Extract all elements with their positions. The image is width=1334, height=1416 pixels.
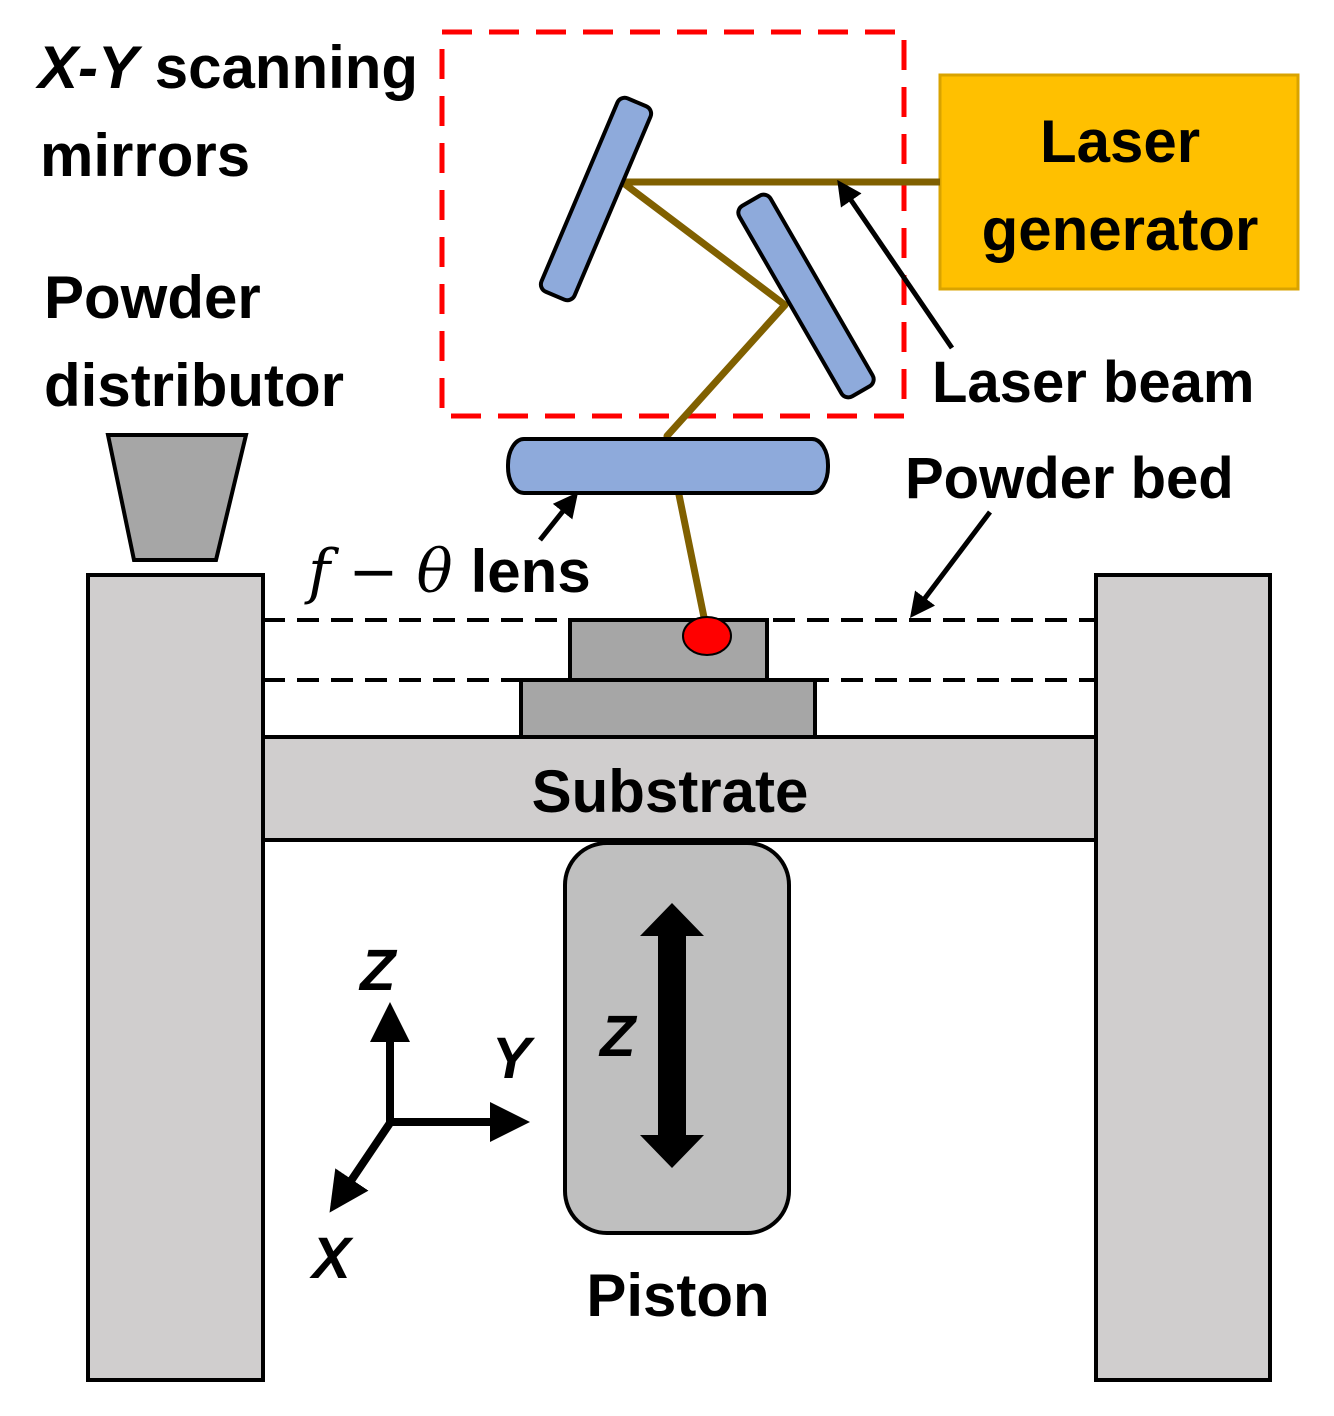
laser-beam-label: Laser beam (932, 350, 1254, 415)
powder-bed-label: Powder bed (905, 446, 1234, 511)
ftheta-lens (506, 437, 830, 495)
mirror-upper (538, 95, 654, 303)
part-upper-layer (568, 618, 769, 682)
xy-scanning-part: scanning (138, 34, 418, 101)
powder-bed-leader-arrow (909, 510, 992, 618)
substrate-plate (261, 735, 1098, 842)
part-lower-layer (519, 678, 817, 739)
laser-beam-path (618, 178, 940, 633)
ftheta-theta: θ (417, 537, 453, 607)
xy-mirrors-label-line1: X-Y scanning (35, 34, 418, 101)
powder-distributor-label-line1: Powder (44, 264, 261, 331)
piston-arrow-icon (640, 903, 704, 1168)
ftheta-lens-word: lens (471, 538, 591, 605)
melt-spot (682, 616, 732, 656)
piston-label: Piston (586, 1262, 769, 1329)
ftheta-f: f (304, 537, 340, 607)
ftheta-minus: − (348, 537, 398, 607)
xy-mirrors-label-line2: mirrors (40, 122, 250, 189)
piston-z-label: Z (598, 1004, 638, 1069)
substrate-label: Substrate (532, 758, 809, 825)
z-axis-label: Z (358, 938, 398, 1003)
ftheta-lens-leader-arrow (538, 492, 579, 542)
laser-beam-leader-arrow (837, 179, 955, 350)
powder-hopper (105, 433, 249, 562)
mirror-lower (736, 192, 876, 400)
powder-distributor-label-line2: distributor (44, 352, 344, 419)
x-axis-label: X (309, 1226, 354, 1291)
coordinate-axes (329, 1002, 530, 1213)
x-axis-arrow (329, 1117, 396, 1213)
laser-generator-label-line2: generator (982, 196, 1259, 263)
laser-generator-label-line1: Laser (1040, 108, 1200, 175)
left-column (86, 573, 265, 1382)
y-axis-label: Y (492, 1026, 536, 1091)
xy-italic-part: X-Y (35, 34, 143, 101)
right-column (1094, 573, 1272, 1382)
laser-generator-box (938, 73, 1300, 291)
